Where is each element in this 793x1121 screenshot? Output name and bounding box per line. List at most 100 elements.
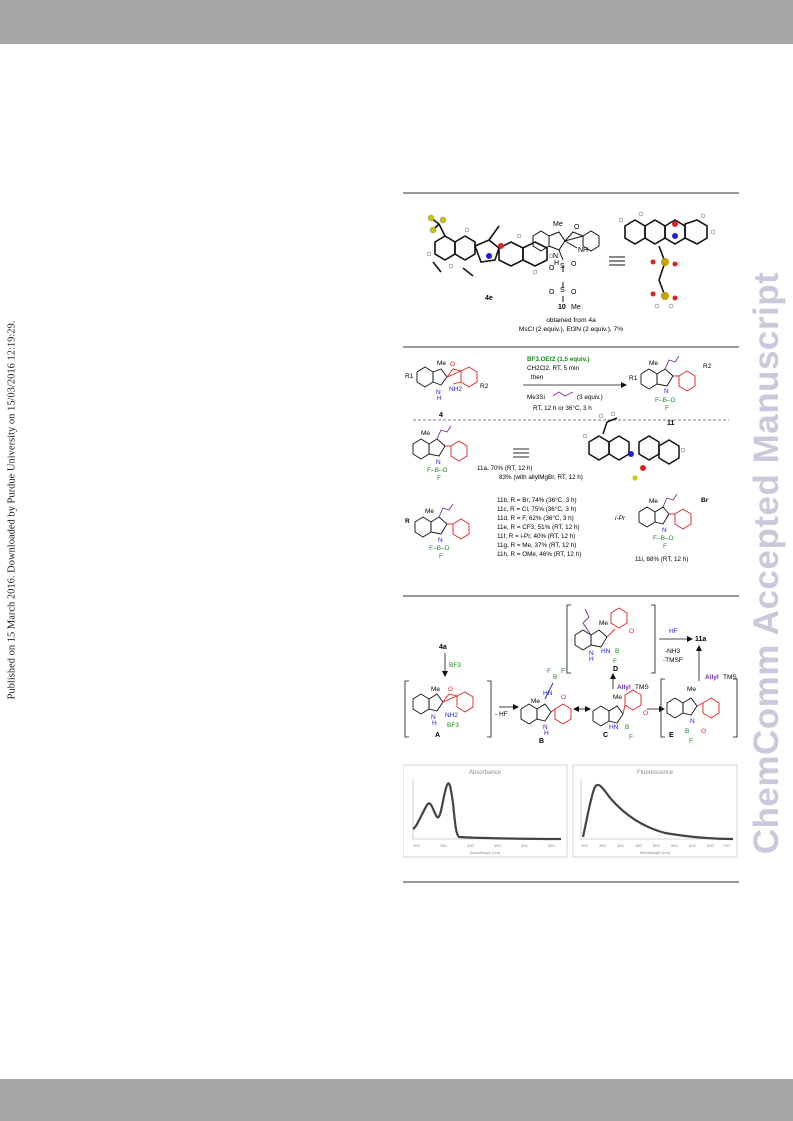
product-11b-h-me: Me — [425, 508, 434, 515]
e-b: B — [685, 728, 689, 735]
b-f1: F — [547, 668, 551, 675]
absorbance-trace — [412, 782, 562, 841]
variant-11b: 11b, R = Br, 74% (36°C, 3 h) — [497, 496, 577, 504]
compound-10-number: 10 — [558, 304, 566, 311]
product-11i-n: N — [662, 527, 667, 534]
label-b: B — [539, 738, 544, 745]
intermediate-e-structure — [666, 697, 720, 719]
xray-caption-line2: MsCl (2 equiv.), Et3N (2 equiv.), 7% — [519, 326, 623, 333]
intermediate-c-structure — [592, 689, 642, 727]
b-f2: F — [561, 668, 565, 675]
fluorescence-spectrum: Fluorescence 300 350 400 450 500 550 600… — [572, 764, 738, 858]
crystal-structure-11a — [588, 417, 680, 465]
a-n: N — [431, 714, 436, 721]
compound-10-o2: O — [571, 261, 577, 268]
crystal-structure-10 — [624, 219, 708, 297]
allyl-label-1: Allyl — [617, 684, 631, 691]
product-11i-fbo: F–B–O — [653, 535, 674, 542]
label-e: E — [669, 732, 674, 739]
scheme2-top-rule — [403, 595, 739, 597]
fl-tick-3: 450 — [635, 843, 642, 848]
b-me: Me — [531, 698, 540, 705]
condition-time: RT, 12 h or 36°C, 3 h — [533, 404, 592, 412]
equivalence-sign — [609, 256, 625, 266]
product-11a-alt-yield: 83% (with allylMgBr, RT, 12 h) — [499, 474, 583, 481]
abs-xlabel: Wavelength (nm) — [470, 850, 501, 855]
abs-tick-4: 500 — [521, 843, 528, 848]
product-11b-h-fbo: F–B–O — [429, 545, 450, 552]
fl-tick-7: 650 — [707, 843, 714, 848]
compound-10-s1: S — [560, 263, 565, 270]
variant-11d: 11d, R = F, 62% (36°C, 3 h) — [497, 514, 574, 522]
product-11i-structure — [638, 493, 692, 530]
product-11i-f: F — [663, 543, 667, 550]
c-hn: HN — [609, 724, 619, 731]
intermediate-a-structure — [412, 691, 474, 715]
e-f: F — [689, 738, 693, 745]
label-c: C — [603, 732, 608, 739]
variant-11f: 11f, R = i-Pr, 40% (RT, 12 h) — [497, 533, 575, 540]
bf3-reagent: BF3 — [449, 662, 461, 669]
label-4e: 4e — [485, 295, 493, 302]
intermediate-b-structure — [520, 682, 572, 725]
product-11-structure — [640, 355, 696, 392]
reactant-4-structure — [416, 366, 478, 388]
d-me: Me — [599, 620, 608, 627]
compound-10-o3: O — [549, 289, 555, 296]
e-n: N — [690, 718, 695, 725]
abs-tick-5: 550 — [548, 843, 555, 848]
product-11a-n: N — [436, 459, 441, 466]
accepted-manuscript-watermark: ChemComm Accepted Manuscript — [747, 271, 786, 855]
reactant-nh2: NH2 — [449, 386, 462, 393]
product-11b-h-n: N — [438, 537, 443, 544]
mechanism-scheme: Me O N H HN B F D HF 11a -NH3 -TMSF 4a B… — [402, 599, 739, 879]
fl-tick-4: 500 — [653, 843, 660, 848]
abs-tick-1: 350 — [440, 843, 447, 848]
condition-bf3: BF3.OEt2 (1.5 equiv.) — [527, 356, 590, 363]
product-11a-yield: 11a, 70% (RT, 12 h) — [477, 465, 532, 472]
absorbance-title: Absorbance — [469, 770, 502, 776]
start-4a: 4a — [439, 644, 447, 651]
product-r1: R1 — [629, 375, 638, 382]
condition-equiv: (3 equiv.) — [577, 394, 603, 401]
abs-tick-0: 300 — [413, 843, 420, 848]
compound-10-o1: O — [549, 265, 555, 272]
substrate-scope-list: 11b, R = Br, 74% (36°C, 3 h) 11c, R = Cl… — [497, 496, 581, 558]
intermediate-d-structure — [574, 607, 628, 651]
c-o: O — [643, 710, 648, 717]
e-me: Me — [687, 686, 696, 693]
fl-tick-6: 600 — [689, 843, 696, 848]
fl-tick-2: 400 — [617, 843, 624, 848]
crystal-structure-4e — [430, 217, 548, 277]
reactant-r1: R1 — [405, 373, 414, 380]
reactant-n: N — [436, 389, 441, 396]
fl-tick-0: 300 — [581, 843, 588, 848]
product-n: N — [664, 388, 669, 395]
product-f: F — [665, 405, 669, 412]
reactant-me: Me — [437, 360, 446, 367]
allyl-label-2: Allyl — [705, 674, 719, 681]
product-11a-me: Me — [421, 430, 430, 437]
product-11i-yield: 11i, 68% (RT, 12 h) — [635, 556, 688, 563]
product-r2: R2 — [703, 363, 712, 370]
compound-10-structure — [532, 230, 600, 302]
product-11a-f: F — [437, 475, 441, 482]
tms-label-2: TMS — [723, 674, 737, 681]
bottom-footer-band — [0, 1079, 793, 1121]
fl-tick-1: 350 — [599, 843, 606, 848]
b-hn: HN — [543, 690, 553, 697]
minus-nh3: -NH3 — [665, 648, 681, 655]
a-bf3: BF3 — [447, 722, 459, 729]
fl-tick-5: 550 — [671, 843, 678, 848]
hf-label: HF — [669, 628, 678, 635]
d-hn: HN — [601, 648, 611, 655]
compound-10-nh: NH — [578, 247, 588, 254]
compound-10-ring-o: O — [574, 224, 580, 231]
product-fbo: F–B–O — [655, 397, 676, 404]
fl-xlabel: Wavelength (nm) — [640, 850, 671, 855]
c-f: F — [629, 734, 633, 741]
product-11a-fbo: F–B–O — [427, 467, 448, 474]
e-o: O — [701, 728, 706, 735]
d-h: H — [589, 656, 594, 663]
d-n: N — [589, 650, 594, 657]
